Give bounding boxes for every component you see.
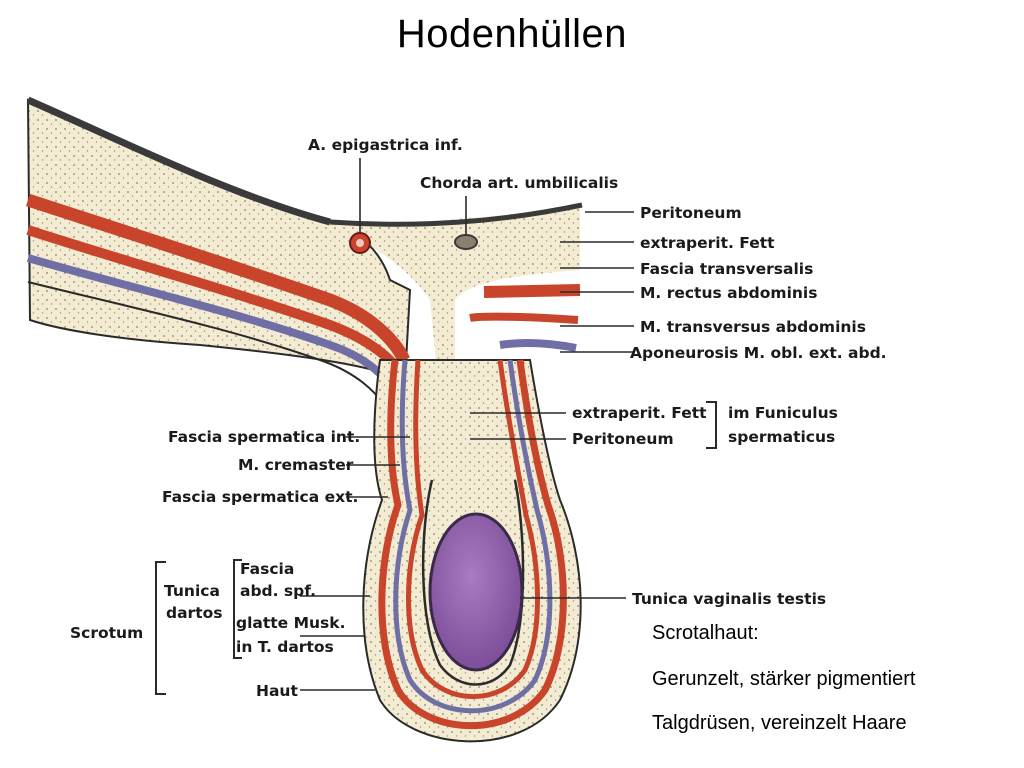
testis <box>428 512 524 672</box>
abdominal-wall-right <box>329 202 583 400</box>
label-chorda: Chorda art. umbilicalis <box>420 174 618 192</box>
label-peritoneum: Peritoneum <box>640 204 742 222</box>
notes-line-2: Talgdrüsen, vereinzelt Haare <box>652 712 907 734</box>
label-aponeurosis: Aponeurosis M. obl. ext. abd. <box>630 344 887 362</box>
label-fascia-transversalis: Fascia transversalis <box>640 260 813 278</box>
label-extraperit-fett: extraperit. Fett <box>640 234 775 252</box>
label-tunica-vaginalis: Tunica vaginalis testis <box>632 590 826 608</box>
label-m-cremaster: M. cremaster <box>238 456 354 474</box>
label-fascia-spermatica-int: Fascia spermatica int. <box>168 428 360 446</box>
label-glatte-musk-1: glatte Musk. <box>236 614 345 632</box>
label-a-epigastrica: A. epigastrica inf. <box>308 136 463 154</box>
label-fascia-spermatica-ext: Fascia spermatica ext. <box>162 488 358 506</box>
leader-lines <box>300 158 634 691</box>
epigastric-artery <box>349 232 371 254</box>
label-tunica-dartos-1: Tunica <box>164 582 220 600</box>
label-haut: Haut <box>256 682 298 700</box>
label-fascia-abd-1: Fascia <box>240 560 294 578</box>
label-glatte-musk-2: in T. dartos <box>236 638 334 656</box>
abdominal-wall-left <box>25 96 412 413</box>
label-m-transversus: M. transversus abdominis <box>640 318 866 336</box>
page-title: Hodenhüllen <box>396 12 628 56</box>
label-tunica-dartos-2: dartos <box>166 604 222 622</box>
label-im-funiculus: im Funiculus <box>728 404 838 422</box>
notes-heading: Scrotalhaut: <box>652 622 759 644</box>
label-fascia-abd-2: abd. spf. <box>240 582 316 600</box>
label-funiculus-peritoneum: Peritoneum <box>572 430 674 448</box>
label-spermaticus: spermaticus <box>728 428 835 446</box>
label-scrotum: Scrotum <box>70 624 143 642</box>
label-funiculus-fett: extraperit. Fett <box>572 404 707 422</box>
brackets <box>155 401 717 695</box>
notes-line-1: Gerunzelt, stärker pigmentiert <box>652 668 916 690</box>
umbilical-cord-artery <box>454 234 478 250</box>
label-m-rectus: M. rectus abdominis <box>640 284 817 302</box>
